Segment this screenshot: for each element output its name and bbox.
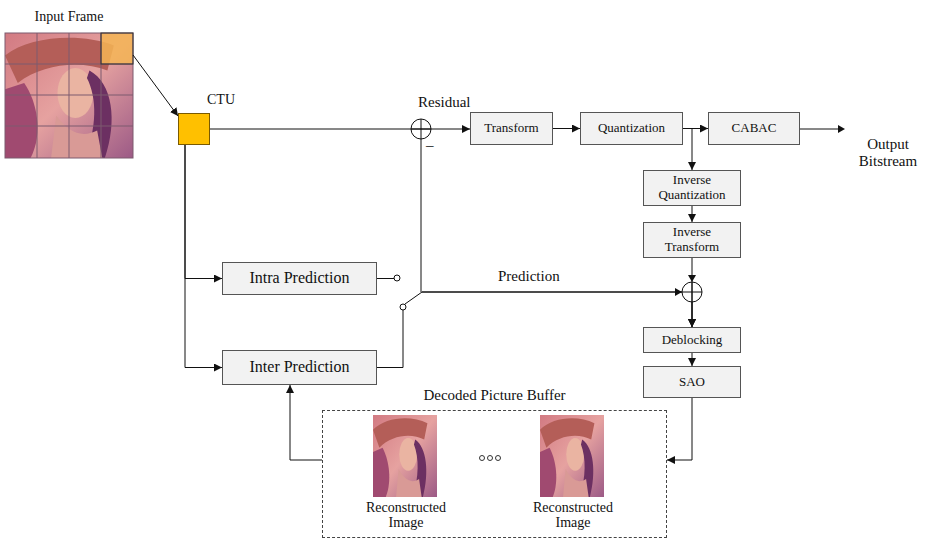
reconstructed-image: Reconstructed Image: [374, 416, 438, 498]
grid-line: [5, 95, 133, 96]
box-text: Deblocking: [662, 333, 723, 348]
flow-arrow: [377, 279, 692, 328]
box-text: CTU: [207, 92, 235, 108]
flow-arrow: [185, 145, 222, 368]
dot: [480, 456, 485, 461]
flow-arrow: [692, 353, 693, 366]
flow-arrow: [290, 385, 322, 460]
flow-arrow: [210, 129, 470, 130]
reconstructed-photo: [373, 415, 437, 497]
flow-arrow: [692, 206, 693, 222]
frame-photo: [5, 33, 133, 158]
process-box: Inverse Transform: [643, 222, 741, 258]
box-text: Inverse Transform: [648, 225, 736, 255]
box-text: Quantization: [598, 121, 665, 136]
caption-text: Decoded Picture Buffer: [323, 387, 666, 404]
switch-contact: [400, 304, 406, 310]
box-text: SAO: [679, 375, 705, 390]
ellipsis-dots: [480, 456, 501, 461]
box-text: CABAC: [732, 121, 777, 136]
box-text: Intra Prediction: [250, 269, 350, 287]
text-label: Prediction: [498, 268, 560, 285]
box-text: Inter Prediction: [250, 358, 350, 376]
prediction-feed-wire: [421, 139, 422, 292]
buffer-group: Decoded Picture BufferReconstructed Imag…: [322, 410, 667, 538]
filter-box: SAO: [643, 366, 741, 398]
grid-border: [5, 33, 133, 158]
edge-label: Residual: [418, 94, 471, 111]
flow-arrow: [133, 55, 178, 116]
output-wire: [800, 129, 838, 130]
reconstructed-image: Reconstructed Image: [541, 416, 605, 498]
flow-arrow: [667, 398, 692, 460]
dot: [488, 456, 493, 461]
flow-arrow: [553, 128, 580, 129]
process-box: Quantization: [580, 112, 683, 145]
text-label: –: [426, 137, 434, 154]
prediction-box: Intra Prediction: [222, 262, 377, 295]
caption-text: Reconstructed Image: [518, 500, 628, 531]
highlight-tile: [101, 33, 133, 64]
flow-arrow: [683, 129, 692, 171]
dot: [496, 456, 501, 461]
box-text: Inverse Quantization: [648, 173, 736, 203]
ctu-grid: [5, 33, 133, 158]
caption-text: Input Frame: [5, 9, 133, 25]
input-frame: Input Frame: [5, 33, 133, 158]
caption-text: Reconstructed Image: [351, 500, 461, 531]
text-label: Output Bitstream: [848, 136, 928, 171]
ctu-block: CTU: [178, 113, 210, 145]
box-text: Transform: [484, 121, 538, 136]
process-box: Transform: [470, 112, 553, 145]
process-box: Inverse Quantization: [643, 170, 741, 206]
filter-box: Deblocking: [643, 327, 741, 353]
flow-arrow: [185, 145, 222, 279]
prediction-box: Inter Prediction: [222, 350, 377, 385]
grid-line: [5, 126, 133, 127]
input-frame-picture: [5, 33, 133, 158]
process-box: CABAC: [708, 112, 800, 145]
highlight-border: [101, 33, 133, 64]
reconstructed-photo: [540, 415, 604, 497]
switch-contact: [394, 275, 400, 281]
arrow-head: [838, 125, 845, 133]
